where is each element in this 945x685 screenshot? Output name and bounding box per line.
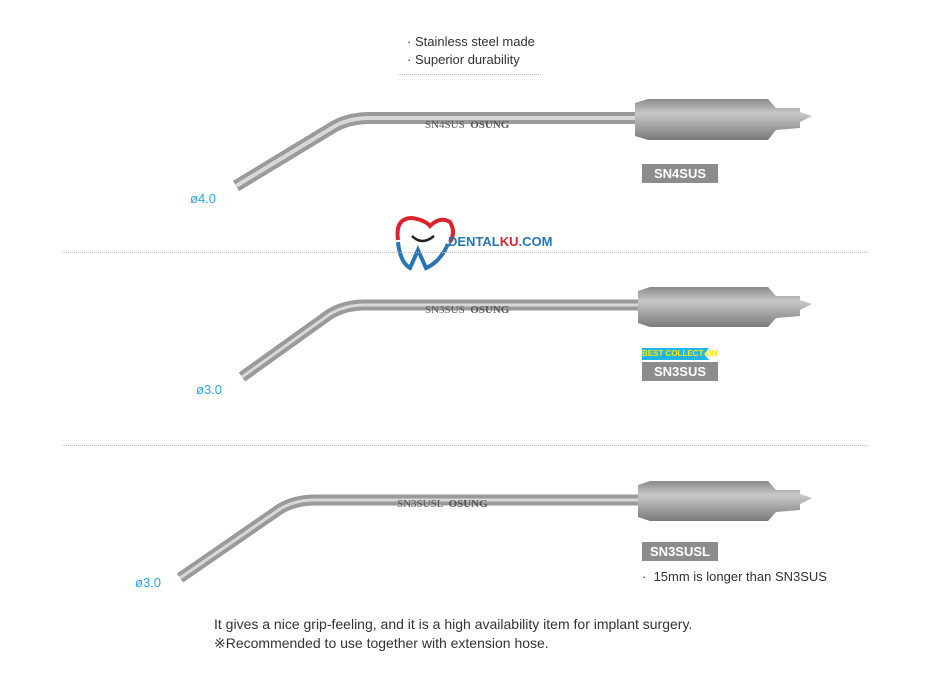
instrument-sn3susl [176,481,812,583]
feature-item: · Superior durability [407,52,520,67]
description-text: It gives a nice grip-feeling, and it is … [214,616,693,632]
product-code-label: SN4SUS [642,164,718,183]
diameter-label: ø3.0 [135,575,162,590]
product-code-label: SN3SUSL [642,542,718,561]
instrument-sn4sus [232,99,812,192]
watermark-text: DENTALKU.COM [448,234,553,249]
recommendation-text: ※Recommended to use together with extens… [214,635,549,651]
dental-logo-icon [395,215,455,271]
diameter-label: ø4.0 [190,191,217,206]
product-note: · 15mm is longer than SN3SUS [642,569,827,584]
feature-item: · Stainless steel made [407,34,535,49]
divider [62,252,867,253]
badge-notch [704,348,709,360]
divider [62,445,867,446]
engraving: SN4SUS OSUNG [425,119,510,131]
engraving: SN3SUS OSUNG [425,304,510,316]
instrument-sn3sus [238,287,812,382]
best-collection-badge: BEST COLLECTION [642,348,718,360]
divider [398,74,541,75]
engraving: SN3SUSL OSUNG [397,498,488,510]
product-code-label: SN3SUS [642,362,718,381]
diameter-label: ø3.0 [196,382,223,397]
